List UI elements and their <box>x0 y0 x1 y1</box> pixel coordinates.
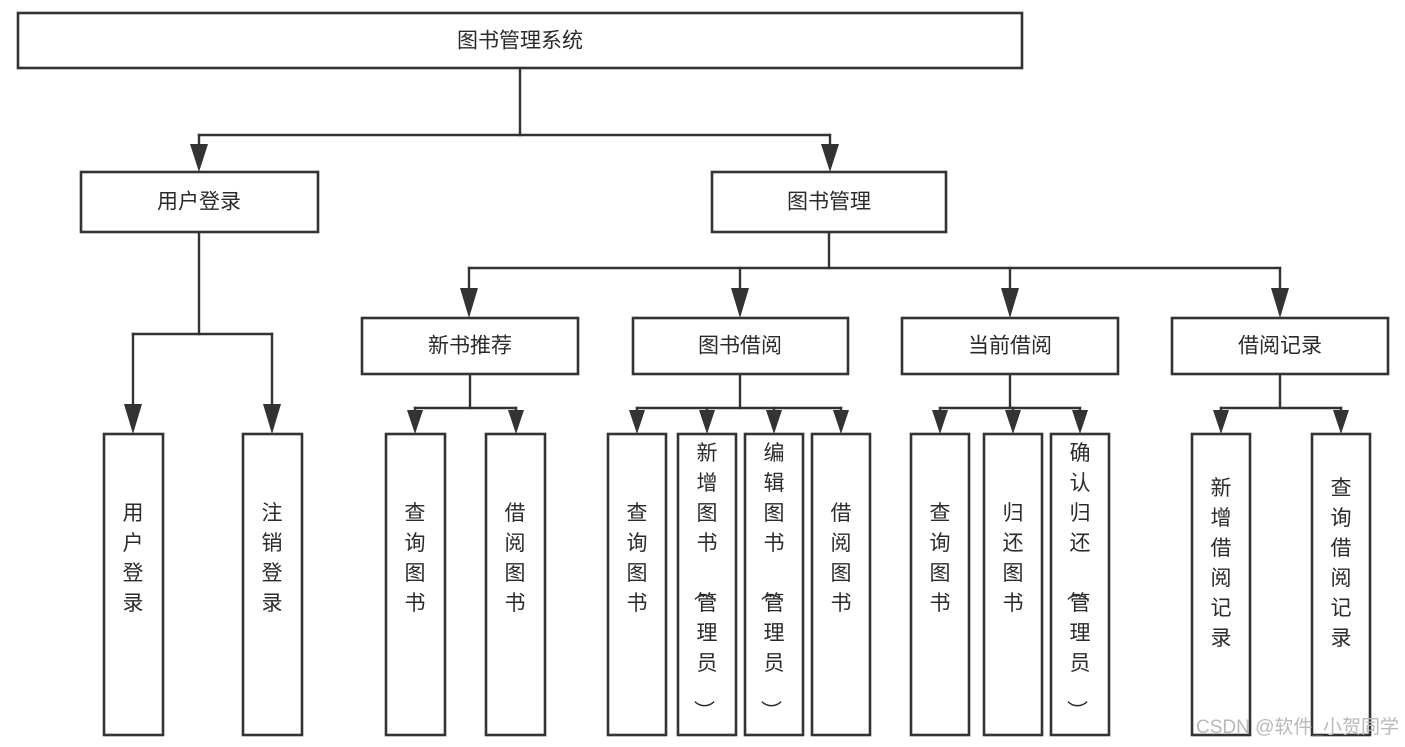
arrow-head-leaf-query-book-borrow <box>629 410 645 434</box>
connectors-current-borrow-to-leaves <box>932 372 1088 434</box>
node-leaf-confirm-return-admin[interactable]: 确认归还（管理员） <box>1049 432 1111 737</box>
node-leaf-user-login-box[interactable] <box>102 432 165 737</box>
connectors-root-to-level2 <box>190 66 839 172</box>
node-leaf-query-book-borrow-box[interactable] <box>606 432 668 737</box>
node-leaf-edit-book-admin-label: 编辑图书（管理员） <box>759 442 785 721</box>
connectors-book-borrow-to-leaves <box>629 372 849 434</box>
connectors-user-login-to-leaves <box>124 230 281 434</box>
node-new-book-recommend-box[interactable] <box>360 316 580 376</box>
node-leaf-query-book-current[interactable]: 查询图书 <box>909 432 971 737</box>
node-leaf-confirm-return-admin-box[interactable] <box>1049 432 1111 737</box>
node-user-login[interactable]: 用户登录 <box>79 170 320 234</box>
arrow-head-leaf-add-borrow-record <box>1213 410 1229 434</box>
node-root-box[interactable] <box>16 11 1024 70</box>
csdn-watermark: CSDN @软件_小贺同学 <box>1196 716 1399 738</box>
connectors-new-book-recommend-to-leaves <box>407 372 524 434</box>
node-leaf-query-borrow-record-label: 查询借阅记录 <box>1331 477 1352 650</box>
arrow-head-leaf-return-book <box>1005 410 1021 434</box>
node-leaf-borrow-book[interactable]: 借阅图书 <box>810 432 872 737</box>
node-current-borrow-label: 当前借阅 <box>968 335 1052 358</box>
node-book-management[interactable]: 图书管理 <box>710 170 948 234</box>
node-leaf-add-book-admin-label: 新增图书（管理员） <box>692 442 718 721</box>
connectors-book-management-to-level3 <box>460 230 1289 318</box>
arrow-head-book-management <box>821 144 839 172</box>
node-leaf-add-borrow-record-label: 新增借阅记录 <box>1211 477 1232 650</box>
node-leaf-borrow-book-rec-label: 借阅图书 <box>505 502 526 615</box>
arrow-head-leaf-confirm-return-admin <box>1072 410 1088 434</box>
node-leaf-borrow-book-rec[interactable]: 借阅图书 <box>484 432 547 737</box>
node-current-borrow-box[interactable] <box>900 316 1120 376</box>
node-leaf-query-book-current-label: 查询图书 <box>930 502 951 615</box>
node-leaf-edit-book-admin[interactable]: 编辑图书（管理员） <box>743 432 805 737</box>
arrow-head-user-login <box>190 144 208 172</box>
node-leaf-confirm-return-admin-label: 确认归还（管理员） <box>1065 442 1091 721</box>
arrow-head-leaf-logout <box>263 404 281 434</box>
node-leaf-query-book-borrow-label: 查询图书 <box>627 502 648 615</box>
connectors-borrow-records-to-leaves <box>1213 372 1349 434</box>
arrow-head-leaf-add-book-admin <box>699 410 715 434</box>
node-leaf-query-book-rec-box[interactable] <box>384 432 447 737</box>
node-leaf-borrow-book-rec-box[interactable] <box>484 432 547 737</box>
arrow-head-leaf-borrow-book-rec <box>508 410 524 434</box>
node-leaf-query-book-current-box[interactable] <box>909 432 971 737</box>
node-root-label: 图书管理系统 <box>457 30 583 53</box>
node-new-book-recommend[interactable]: 新书推荐 <box>360 316 580 376</box>
node-leaf-borrow-book-box[interactable] <box>810 432 872 737</box>
node-leaf-logout-box[interactable] <box>241 432 304 737</box>
node-leaf-query-book-rec-label: 查询图书 <box>405 502 426 615</box>
node-leaf-borrow-book-label: 借阅图书 <box>831 502 852 615</box>
arrow-head-leaf-query-book-current <box>932 410 948 434</box>
node-leaf-user-login-label: 用户登录 <box>123 502 144 615</box>
arrow-head-leaf-edit-book-admin <box>766 410 782 434</box>
node-leaf-user-login[interactable]: 用户登录 <box>102 432 165 737</box>
node-book-borrow[interactable]: 图书借阅 <box>631 316 850 376</box>
node-leaf-query-borrow-record[interactable]: 查询借阅记录 <box>1310 432 1372 737</box>
node-leaf-query-borrow-record-box[interactable] <box>1310 432 1372 737</box>
node-borrow-records[interactable]: 借阅记录 <box>1170 316 1390 376</box>
node-leaf-logout[interactable]: 注销登录 <box>241 432 304 737</box>
node-leaf-add-book-admin[interactable]: 新增图书（管理员） <box>676 432 738 737</box>
node-borrow-records-label: 借阅记录 <box>1238 335 1322 358</box>
arrow-head-current-borrow <box>1001 288 1019 318</box>
node-book-management-box[interactable] <box>710 170 948 234</box>
node-new-book-recommend-label: 新书推荐 <box>428 335 512 358</box>
node-leaf-return-book[interactable]: 归还图书 <box>982 432 1044 737</box>
node-leaf-return-book-label: 归还图书 <box>1003 502 1024 615</box>
node-leaf-edit-book-admin-box[interactable] <box>743 432 805 737</box>
node-book-borrow-box[interactable] <box>631 316 850 376</box>
node-leaf-add-borrow-record[interactable]: 新增借阅记录 <box>1190 432 1252 737</box>
node-book-borrow-label: 图书借阅 <box>698 335 782 358</box>
node-leaf-query-book-rec[interactable]: 查询图书 <box>384 432 447 737</box>
arrow-head-new-book-recommend <box>460 288 478 318</box>
arrow-head-leaf-borrow-book <box>833 410 849 434</box>
node-user-login-label: 用户登录 <box>157 191 241 214</box>
node-current-borrow[interactable]: 当前借阅 <box>900 316 1120 376</box>
node-root[interactable]: 图书管理系统 <box>16 11 1024 70</box>
node-book-management-label: 图书管理 <box>787 191 871 214</box>
arrow-head-leaf-query-borrow-record <box>1333 410 1349 434</box>
node-leaf-query-book-borrow[interactable]: 查询图书 <box>606 432 668 737</box>
node-user-login-box[interactable] <box>79 170 320 234</box>
arrow-head-leaf-query-book-rec <box>407 410 423 434</box>
node-borrow-records-box[interactable] <box>1170 316 1390 376</box>
node-leaf-add-borrow-record-box[interactable] <box>1190 432 1252 737</box>
arrow-head-leaf-user-login <box>124 404 142 434</box>
arrow-head-borrow-records <box>1271 288 1289 318</box>
arrow-head-book-borrow <box>731 288 749 318</box>
node-leaf-add-book-admin-box[interactable] <box>676 432 738 737</box>
node-leaf-logout-label: 注销登录 <box>262 502 283 615</box>
node-leaf-return-book-box[interactable] <box>982 432 1044 737</box>
